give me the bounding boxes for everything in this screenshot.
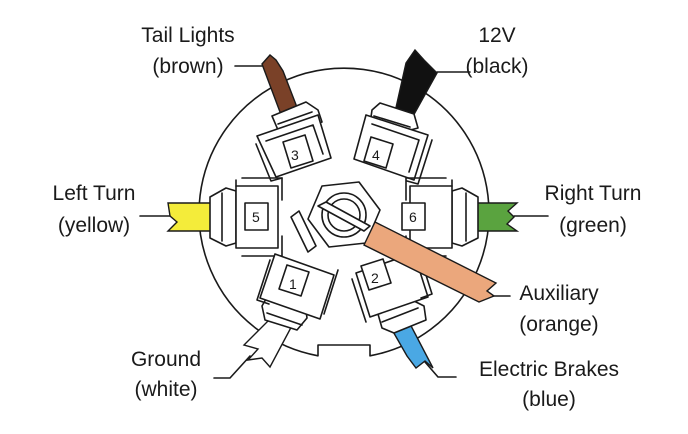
label-12v-color: (black) [465, 55, 528, 78]
pin-box-4 [363, 136, 394, 169]
wire-labels: Tail Lights (brown) 12V (black) Left Tur… [53, 24, 642, 411]
terminal-pin-4: 4 [353, 48, 438, 185]
terminal-pin-6: 6 [401, 177, 520, 257]
pin-box-6 [401, 202, 426, 231]
pin-box-5 [244, 202, 269, 231]
label-right-turn-color: (green) [559, 214, 627, 237]
bolt-slot [317, 201, 371, 232]
label-electric-brakes-name: Electric Brakes [479, 358, 619, 381]
center-post [290, 181, 498, 303]
label-left-turn-name: Left Turn [53, 182, 136, 205]
terminal-boot-6 [451, 187, 479, 247]
label-left-turn-color: (yellow) [58, 214, 130, 237]
label-tail-lights-name: Tail Lights [141, 24, 234, 47]
terminal-pin-2: 2 [351, 249, 434, 369]
label-auxiliary-color: (orange) [519, 313, 598, 336]
label-12v-name: 12V [478, 24, 515, 47]
center-side-lug [290, 210, 317, 253]
label-right-turn-name: Right Turn [545, 182, 642, 205]
label-ground-name: Ground [131, 348, 201, 371]
label-ground-color: (white) [134, 378, 197, 401]
terminal-boot-5 [209, 187, 237, 247]
terminal-pin-5: 5 [166, 177, 283, 257]
terminal-pin-3: 3 [255, 54, 332, 182]
pin-box-1 [278, 264, 310, 297]
label-auxiliary-name: Auxiliary [519, 282, 599, 305]
leader-electric-brakes [424, 361, 457, 378]
pin-box-2 [360, 258, 392, 291]
label-electric-brakes-color: (blue) [522, 388, 576, 411]
pin-number-4: 4 [372, 147, 380, 163]
pin-number-2: 2 [371, 270, 379, 286]
pin-number-6: 6 [409, 209, 417, 225]
pin-number-3: 3 [291, 147, 299, 163]
label-tail-lights-color: (brown) [152, 55, 223, 78]
leader-lines [139, 65, 549, 379]
terminal-pin-1: 1 [242, 253, 339, 369]
pin-number-5: 5 [252, 209, 260, 225]
pin-number-1: 1 [289, 276, 297, 292]
pin-box-3 [282, 134, 314, 169]
leader-ground [213, 355, 251, 379]
